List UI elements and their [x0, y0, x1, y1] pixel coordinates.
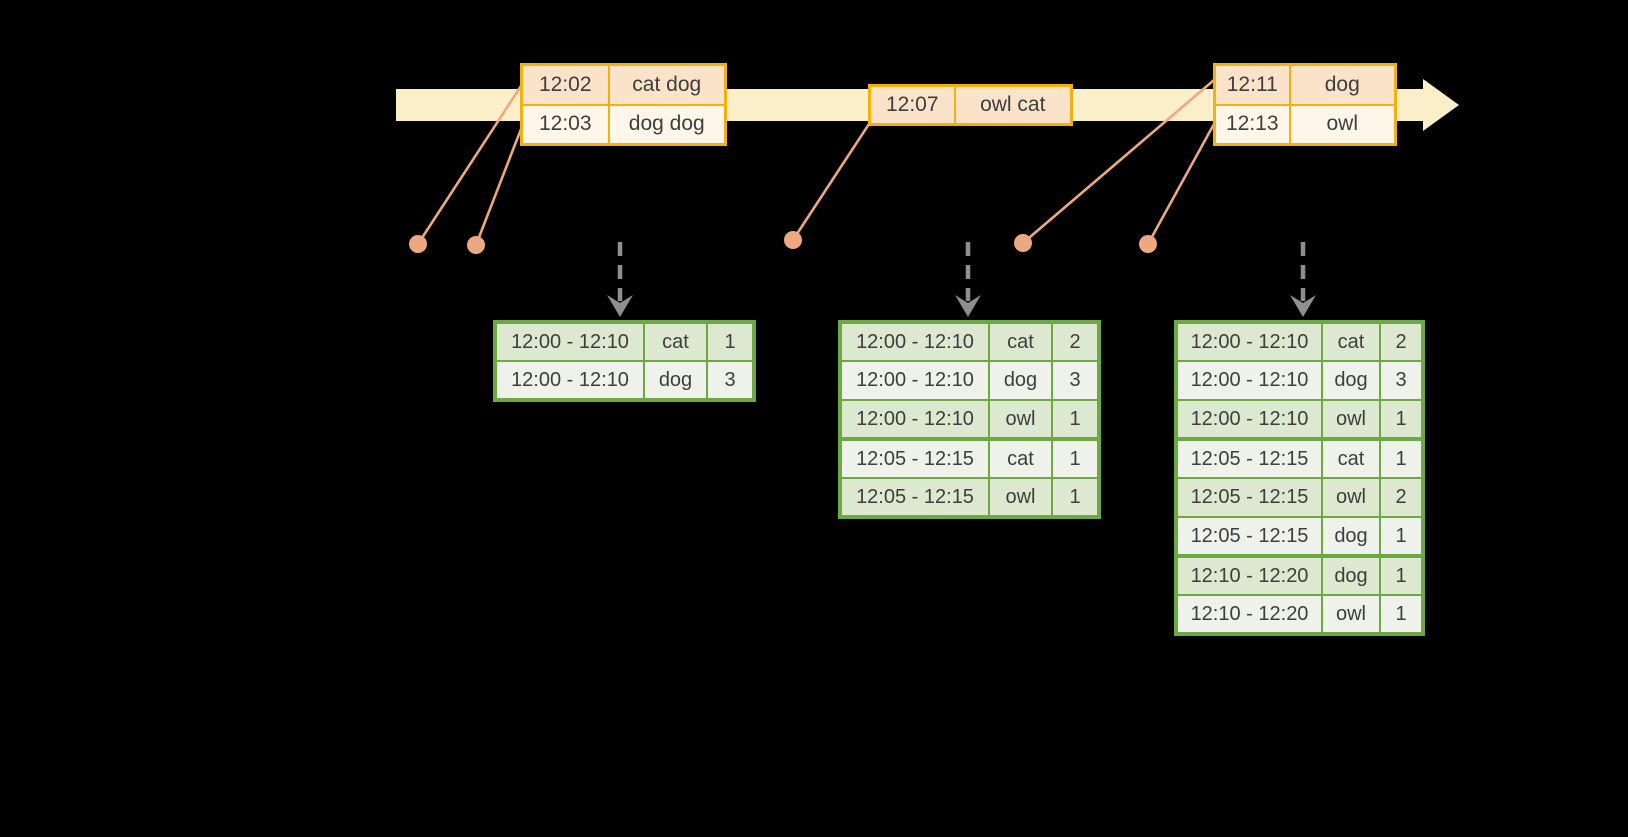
result-row: 12:10 - 12:20 dog 1	[1175, 554, 1424, 596]
window-cell: 12:00 - 12:10	[839, 321, 990, 362]
event-dot	[1139, 235, 1157, 253]
result-row: 12:05 - 12:15 cat 1	[839, 437, 1100, 479]
event-row: 12:02 cat dog	[520, 63, 727, 106]
word-cell: dog	[1321, 360, 1381, 401]
event-row: 12:03 dog dog	[520, 103, 727, 146]
result-row: 12:00 - 12:10 cat 2	[839, 321, 1100, 362]
word-cell: cat	[643, 321, 708, 362]
event-table-1: 12:02 cat dog 12:03 dog dog	[520, 63, 727, 146]
connector-line	[1146, 123, 1216, 245]
trigger-arrows	[607, 242, 1316, 317]
count-cell: 1	[1379, 554, 1424, 596]
event-dot	[1014, 234, 1032, 252]
connector-line	[416, 85, 523, 245]
arrow-down-icon	[607, 295, 633, 317]
window-cell: 12:05 - 12:15	[1175, 437, 1323, 479]
count-cell: 1	[1379, 594, 1424, 635]
result-row: 12:00 - 12:10 cat 2	[1175, 321, 1424, 362]
connector-line	[1022, 79, 1215, 244]
count-cell: 3	[1379, 360, 1424, 401]
event-words: owl	[1288, 103, 1397, 146]
result-row: 12:00 - 12:10 owl 1	[839, 399, 1100, 440]
word-cell: owl	[988, 477, 1053, 518]
result-row: 12:00 - 12:10 dog 3	[494, 360, 755, 401]
window-cell: 12:05 - 12:15	[839, 477, 990, 518]
event-connectors	[409, 79, 1216, 254]
count-cell: 1	[1379, 399, 1424, 440]
event-words: dog	[1288, 63, 1397, 106]
word-cell: owl	[1321, 594, 1381, 635]
connector-line	[791, 123, 871, 241]
window-cell: 12:00 - 12:10	[1175, 321, 1323, 362]
event-words: cat dog	[607, 63, 727, 106]
result-row: 12:00 - 12:10 dog 3	[839, 360, 1100, 401]
window-cell: 12:00 - 12:10	[494, 360, 645, 401]
count-cell: 2	[1379, 321, 1424, 362]
word-cell: owl	[1321, 399, 1381, 440]
event-time: 12:07	[868, 84, 956, 126]
window-cell: 12:00 - 12:10	[839, 399, 990, 440]
window-cell: 12:10 - 12:20	[1175, 594, 1323, 635]
count-cell: 3	[706, 360, 755, 401]
event-row: 12:13 owl	[1213, 103, 1397, 146]
connector-line	[474, 123, 525, 246]
result-row: 12:05 - 12:15 dog 1	[1175, 516, 1424, 557]
result-table-2: 12:00 - 12:10 cat 2 12:00 - 12:10 dog 3 …	[838, 320, 1101, 519]
event-dot	[784, 231, 802, 249]
window-cell: 12:00 - 12:10	[494, 321, 645, 362]
window-cell: 12:05 - 12:15	[1175, 516, 1323, 557]
window-cell: 12:00 - 12:10	[1175, 360, 1323, 401]
result-table-1: 12:00 - 12:10 cat 1 12:00 - 12:10 dog 3	[493, 320, 756, 402]
count-cell: 2	[1379, 477, 1424, 518]
result-row: 12:10 - 12:20 owl 1	[1175, 594, 1424, 635]
word-cell: owl	[1321, 477, 1381, 518]
count-cell: 3	[1051, 360, 1100, 401]
word-cell: dog	[1321, 554, 1381, 596]
event-words: owl cat	[953, 84, 1073, 126]
event-time: 12:02	[520, 63, 610, 106]
result-row: 12:05 - 12:15 cat 1	[1175, 437, 1424, 479]
word-cell: cat	[988, 437, 1053, 479]
event-table-2: 12:07 owl cat	[868, 84, 1073, 126]
word-cell: dog	[1321, 516, 1381, 557]
result-row: 12:05 - 12:15 owl 1	[839, 477, 1100, 518]
window-cell: 12:00 - 12:10	[1175, 399, 1323, 440]
word-cell: cat	[1321, 437, 1381, 479]
count-cell: 1	[1051, 437, 1100, 479]
count-cell: 1	[706, 321, 755, 362]
event-words: dog dog	[607, 103, 727, 146]
window-cell: 12:00 - 12:10	[839, 360, 990, 401]
word-cell: dog	[988, 360, 1053, 401]
event-row: 12:11 dog	[1213, 63, 1397, 106]
count-cell: 1	[1051, 477, 1100, 518]
result-row: 12:00 - 12:10 cat 1	[494, 321, 755, 362]
arrow-down-icon	[1290, 295, 1316, 317]
count-cell: 2	[1051, 321, 1100, 362]
event-dot	[467, 236, 485, 254]
word-cell: owl	[988, 399, 1053, 440]
result-row: 12:00 - 12:10 dog 3	[1175, 360, 1424, 401]
word-cell: dog	[643, 360, 708, 401]
event-row: 12:07 owl cat	[868, 84, 1073, 126]
count-cell: 1	[1379, 437, 1424, 479]
window-cell: 12:05 - 12:15	[839, 437, 990, 479]
event-time: 12:03	[520, 103, 610, 146]
count-cell: 1	[1379, 516, 1424, 557]
result-row: 12:00 - 12:10 owl 1	[1175, 399, 1424, 440]
event-dot	[409, 235, 427, 253]
result-row: 12:05 - 12:15 owl 2	[1175, 477, 1424, 518]
event-time: 12:13	[1213, 103, 1291, 146]
arrow-down-icon	[955, 295, 981, 317]
event-table-3: 12:11 dog 12:13 owl	[1213, 63, 1397, 146]
word-cell: cat	[1321, 321, 1381, 362]
timeline-arrowhead-icon	[1423, 79, 1459, 131]
count-cell: 1	[1051, 399, 1100, 440]
word-cell: cat	[988, 321, 1053, 362]
event-time: 12:11	[1213, 63, 1291, 106]
window-cell: 12:10 - 12:20	[1175, 554, 1323, 596]
result-table-3: 12:00 - 12:10 cat 2 12:00 - 12:10 dog 3 …	[1174, 320, 1425, 636]
window-cell: 12:05 - 12:15	[1175, 477, 1323, 518]
